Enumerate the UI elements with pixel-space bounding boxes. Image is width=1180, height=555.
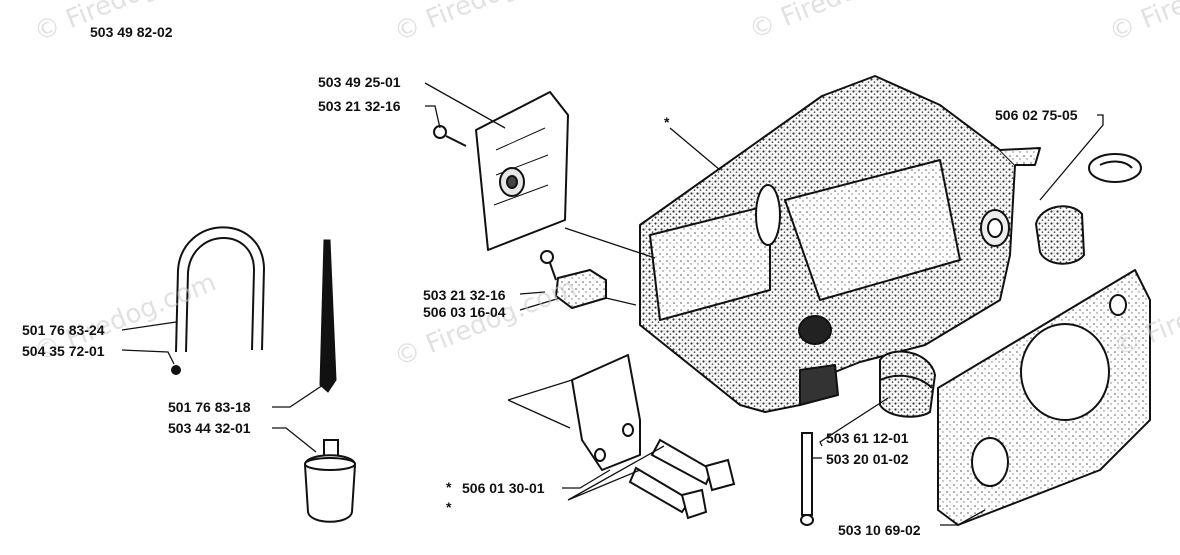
label-506-02-75-05: 506 02 75-05 bbox=[995, 107, 1078, 123]
asterisk-housing: * bbox=[664, 114, 670, 130]
leader-lines bbox=[121, 82, 1104, 526]
straight-hose bbox=[319, 239, 337, 393]
label-506-01-30-01: 506 01 30-01 bbox=[462, 480, 545, 496]
label-503-21-32-16-middle: 503 21 32-16 bbox=[423, 287, 506, 303]
label-506-03-16-04: 506 03 16-04 bbox=[423, 304, 506, 320]
damper bbox=[879, 350, 937, 418]
guide-pin bbox=[800, 432, 814, 526]
label-503-21-32-16-upper: 503 21 32-16 bbox=[318, 98, 401, 114]
bolts bbox=[628, 438, 736, 520]
crankcase-housing bbox=[639, 75, 1041, 413]
screw-upper bbox=[433, 125, 467, 147]
label-501-76-83-18: 501 76 83-18 bbox=[168, 399, 251, 415]
asterisk-lower: * bbox=[446, 499, 452, 515]
label-503-44-32-01: 503 44 32-01 bbox=[168, 420, 251, 436]
label-503-20-01-02: 503 20 01-02 bbox=[826, 451, 909, 467]
oil-cap bbox=[1034, 153, 1142, 265]
label-501-76-83-24: 501 76 83-24 bbox=[22, 322, 105, 338]
fuel-hose-loop bbox=[171, 226, 266, 375]
cover-plate bbox=[475, 91, 569, 251]
diagram-title: 503 49 82-02 bbox=[90, 24, 173, 40]
screw-middle bbox=[540, 250, 557, 281]
label-503-10-69-02: 503 10 69-02 bbox=[838, 522, 921, 538]
asterisk-506-01-30-01: * bbox=[446, 479, 452, 495]
label-503-61-12-01: 503 61 12-01 bbox=[826, 430, 909, 446]
label-504-35-72-01: 504 35 72-01 bbox=[22, 343, 105, 359]
gasket-plate bbox=[937, 269, 1151, 526]
bracket bbox=[571, 354, 641, 471]
fuel-filter bbox=[303, 439, 357, 523]
label-503-49-25-01: 503 49 25-01 bbox=[318, 74, 401, 90]
